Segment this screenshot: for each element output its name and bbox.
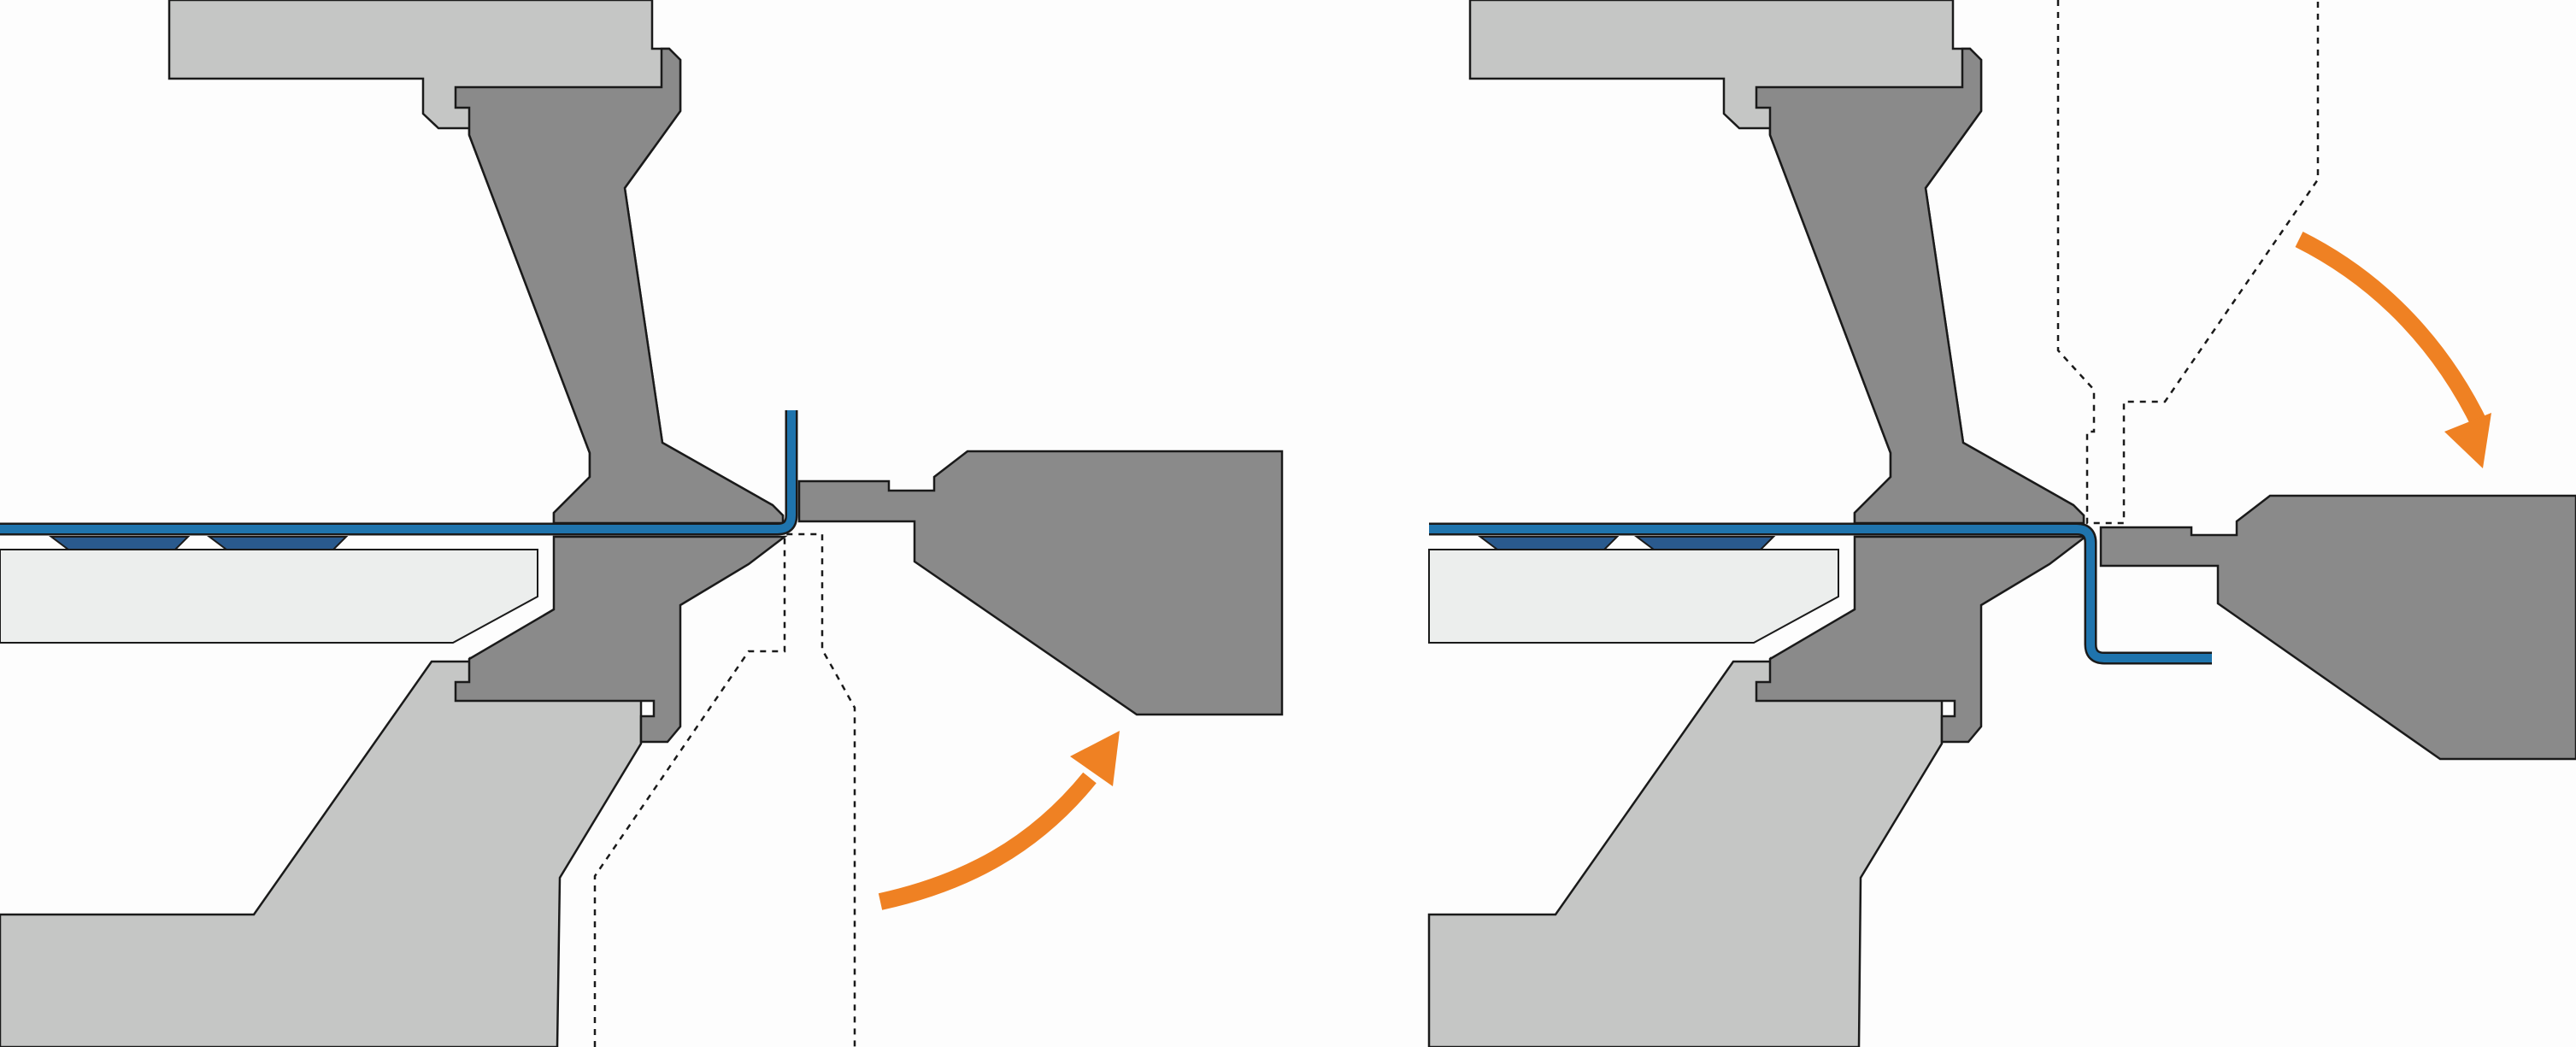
lower-die-r (1755, 535, 2089, 744)
lower-die (454, 535, 788, 744)
panel-left (0, 0, 1284, 1047)
support-plate (0, 549, 538, 644)
arrow-down-head (2444, 413, 2491, 468)
tool-prev-position-outline-r (2056, 0, 2320, 525)
panel-right (1427, 0, 2576, 1047)
arrow-down-shaft (2295, 232, 2490, 432)
pad-1-r (1478, 536, 1620, 550)
arrow-up-head (1070, 731, 1120, 786)
sheet-metal-fill (0, 410, 796, 533)
bending-tool (797, 450, 1284, 716)
upper-blade-r (1755, 47, 2085, 525)
pad-2 (207, 536, 349, 550)
support-plate-r (1428, 549, 1839, 644)
arrow-up-shaft (878, 772, 1097, 910)
bending-tool-r (2099, 494, 2576, 761)
upper-blade (454, 47, 785, 525)
pad-1 (49, 536, 191, 550)
sheet-metal-fill-r (1429, 525, 2212, 662)
pad-2-r (1634, 536, 1776, 550)
tool-prev-position-outline (593, 532, 856, 1047)
